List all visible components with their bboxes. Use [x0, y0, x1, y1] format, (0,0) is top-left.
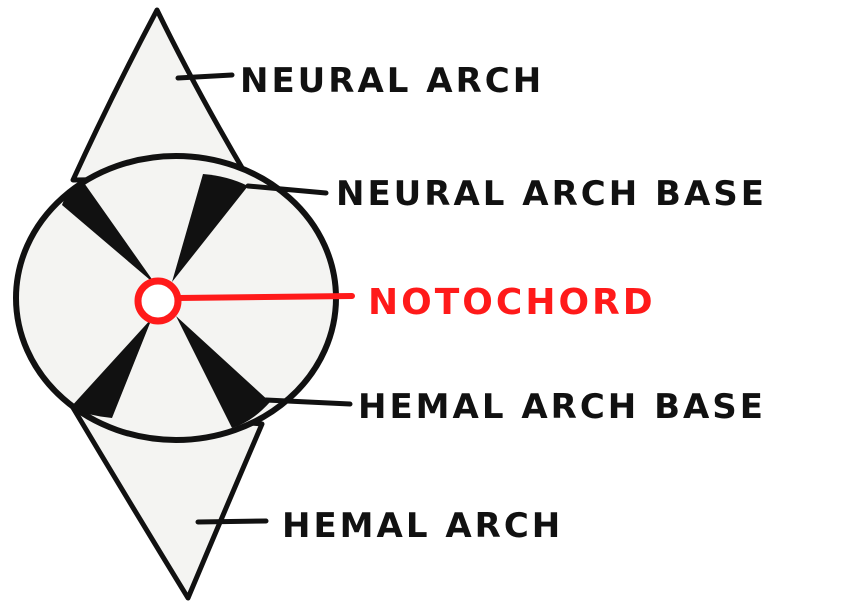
- neural-arch-base-label: NEURAL ARCH BASE: [336, 174, 767, 214]
- notochord-label: NOTOCHORD: [368, 282, 656, 323]
- hemal-arch-label: HEMAL ARCH: [282, 506, 563, 546]
- hemal-arch-pointer-line: [198, 521, 266, 522]
- neural-arch-pointer-line: [178, 75, 232, 78]
- notochord-pointer-line: [178, 296, 352, 298]
- neural-arch-label: NEURAL ARCH: [240, 61, 544, 101]
- hemal-arch-base-label: HEMAL ARCH BASE: [358, 387, 766, 427]
- notochord-circle: [138, 281, 178, 321]
